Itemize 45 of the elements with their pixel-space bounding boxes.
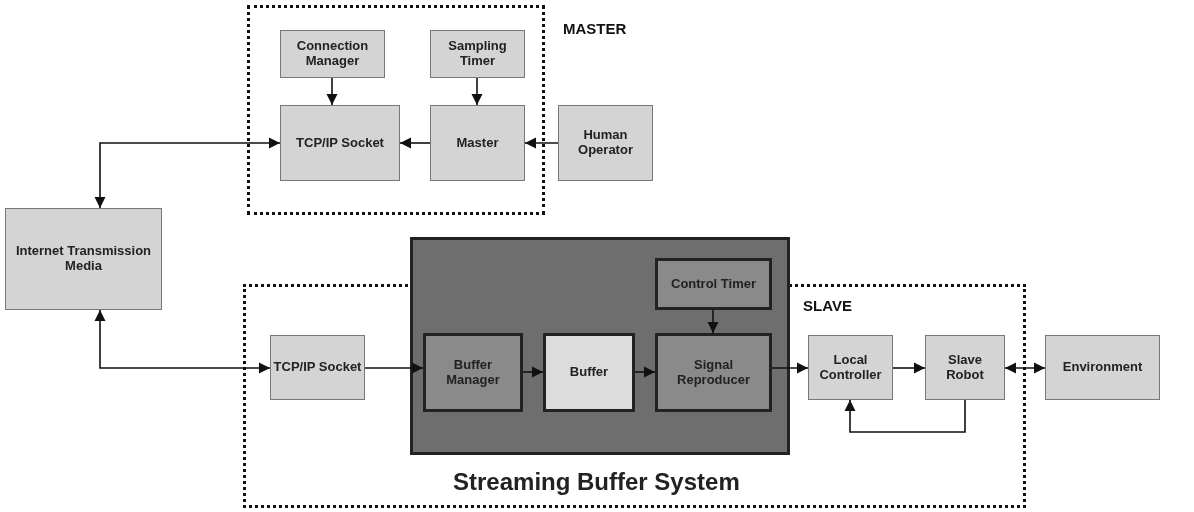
arrow [1004,362,1046,374]
group-heading: SLAVE [803,297,852,314]
arrow [471,77,483,106]
process-box [280,105,400,181]
box-label: Environment [1061,358,1144,377]
arrow [94,309,271,374]
process-box [655,333,772,412]
box-label: Local Controller [818,350,883,384]
arrow [634,366,656,378]
arrow [844,399,966,433]
arrow [707,309,719,334]
process-box [808,335,893,400]
arrow [771,362,809,374]
box-label: TCP/IP Socket [295,133,385,152]
process-box [423,333,523,412]
arrow [524,137,559,149]
arrow [522,366,544,378]
box-label: Buffer Manager [445,355,501,389]
process-box [925,335,1005,400]
box-label: Internet Transmission Media [14,242,153,275]
process-box [5,208,162,310]
arrow [399,137,431,149]
group-heading: MASTER [563,20,627,37]
process-box [270,335,365,400]
process-box [655,258,772,310]
box-label: Control Timer [670,274,757,293]
arrow [326,77,338,106]
system-caption: Streaming Buffer System [453,468,740,496]
box-label: Signal Reproducer [676,355,751,389]
box-label: Connection Manager [295,37,370,70]
process-box [1045,335,1160,400]
process-box [430,105,525,181]
box-label: Buffer [568,363,610,382]
box-label: Slave Robot [945,350,985,384]
box-label: Human Operator [577,126,634,159]
process-box [543,333,635,412]
process-box [280,30,385,78]
process-box [558,105,653,181]
box-label: Master [455,133,500,152]
arrow [94,137,281,209]
box-label: TCP/IP Socket [272,358,363,377]
arrow [364,362,424,374]
process-box [430,30,525,78]
arrow [892,362,926,374]
box-label: Sampling Timer [447,37,508,70]
